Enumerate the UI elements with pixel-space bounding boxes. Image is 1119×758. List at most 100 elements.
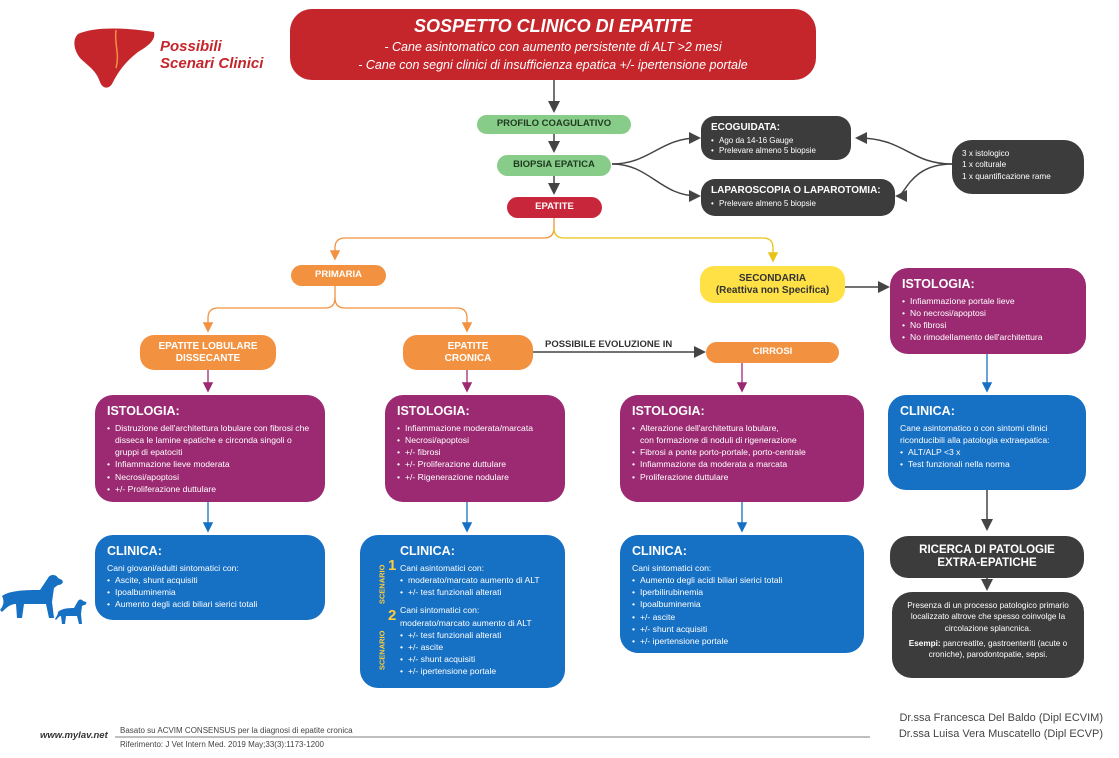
clinica-cirrosi-item: +/- ascite bbox=[632, 611, 852, 623]
header-box: SOSPETTO CLINICO DI EPATITE - Cane asint… bbox=[290, 9, 816, 80]
epatite-node: EPATITE bbox=[507, 197, 602, 218]
riferimento-text: Riferimento: J Vet Intern Med. 2019 May;… bbox=[120, 740, 324, 749]
primaria-node: PRIMARIA bbox=[291, 265, 386, 286]
samples-line: 3 x istologico bbox=[962, 149, 1010, 158]
clinica-lobulare-item: Ipoalbuminemia bbox=[107, 586, 313, 598]
scenario-2-item: +/- shunt acquisiti bbox=[400, 653, 555, 665]
clinica-cirrosi-item: +/- ipertensione portale bbox=[632, 635, 852, 647]
secondaria-line-2: (Reattiva non Specifica) bbox=[715, 284, 830, 296]
scenario-1-label: SCENARIO bbox=[377, 564, 387, 605]
istologia-cirrosi-item: Fibrosi a ponte porto-portale, porto-cen… bbox=[632, 446, 852, 458]
clinica-secondaria-intro-2: riconducibili alla patologia extraepatic… bbox=[900, 434, 1050, 445]
lobulare-node: EPATITE LOBULARE DISSECANTE bbox=[140, 335, 276, 370]
clinica-cirrosi-item: Ipoalbuminemia bbox=[632, 598, 852, 610]
clinica-cronica-title: CLINICA: bbox=[400, 544, 455, 558]
clinica-secondaria-box: CLINICA: Cane asintomatico o con sintomi… bbox=[888, 395, 1086, 490]
scenario-2-block: Cani sintomatici con: moderato/marcato a… bbox=[400, 604, 555, 677]
clinica-lobulare-item: Ascite, shunt acquisiti bbox=[107, 574, 313, 586]
istologia-cronica-title: ISTOLOGIA: bbox=[397, 404, 470, 418]
istologia-lobulare-box: ISTOLOGIA: Distruzione dell'architettura… bbox=[95, 395, 325, 502]
ricerca-line-2: EXTRA-EPATICHE bbox=[937, 557, 1037, 569]
samples-line: 1 x quantificazione rame bbox=[962, 171, 1051, 181]
istologia-secondaria-title: ISTOLOGIA: bbox=[902, 277, 975, 291]
header-title: SOSPETTO CLINICO DI EPATITE bbox=[413, 16, 693, 36]
clinica-cirrosi-intro: Cani sintomatici con: bbox=[632, 562, 712, 573]
clinica-secondaria-title: CLINICA: bbox=[900, 404, 955, 418]
istologia-cronica-item: +/- Rigenerazione nodulare bbox=[397, 471, 553, 483]
istologia-cronica-item: Necrosi/apoptosi bbox=[397, 434, 553, 446]
istologia-lobulare-item: Necrosi/apoptosi bbox=[107, 471, 313, 483]
istologia-cirrosi-item: Proliferazione duttulare bbox=[632, 471, 852, 483]
clinica-cirrosi-box: CLINICA: Cani sintomatici con: Aumento d… bbox=[620, 535, 864, 653]
ecoguidata-title: ECOGUIDATA: bbox=[711, 122, 781, 133]
scenario-2-intro-1: Cani sintomatici con: bbox=[400, 605, 480, 616]
clinica-secondaria-item: Test funzionali nella norma bbox=[900, 458, 1074, 470]
clinica-lobulare-box: CLINICA: Cani giovani/adulti sintomatici… bbox=[95, 535, 325, 620]
samples-box: 3 x istologico 1 x colturale 1 x quantif… bbox=[952, 140, 1084, 194]
clinica-cirrosi-item: Iperbilirubinemia bbox=[632, 586, 852, 598]
cronica-line-2: CRONICA bbox=[444, 352, 492, 364]
logo-line-1: Possibili bbox=[160, 38, 222, 55]
scenario-2-intro-2: moderato/marcato aumento di ALT bbox=[400, 617, 532, 628]
istologia-secondaria-item: Infiammazione portale lieve bbox=[902, 295, 1074, 307]
cirrosi-node: CIRROSI bbox=[706, 342, 839, 363]
secondaria-node: SECONDARIA (Reattiva non Specifica) bbox=[700, 266, 845, 303]
clinica-secondaria-intro-1: Cane asintomatico o con sintomi clinici bbox=[900, 422, 1048, 433]
cronica-line-1: EPATITE bbox=[447, 341, 489, 352]
secondaria-line-1: SECONDARIA bbox=[738, 273, 807, 284]
ricerca-line-1: RICERCA DI PATOLOGIE bbox=[919, 543, 1055, 556]
clinica-cronica-box: CLINICA: SCENARIO 1 Cani asintomatici co… bbox=[360, 535, 565, 688]
scenario-2-item: +/- ipertensione portale bbox=[400, 665, 555, 677]
header-line-1: - Cane asintomatico con aumento persiste… bbox=[384, 40, 722, 54]
dogs-icon bbox=[0, 568, 92, 628]
istologia-cronica-box: ISTOLOGIA: Infiammazione moderata/marcat… bbox=[385, 395, 565, 502]
cronica-node: EPATITE CRONICA bbox=[403, 335, 533, 370]
scenario-2-number: 2 bbox=[388, 607, 397, 624]
scenario-1-block: Cani asintomatici con: moderato/marcato … bbox=[400, 562, 555, 599]
scenario-1-intro: Cani asintomatici con: bbox=[400, 562, 485, 573]
clinica-cirrosi-title: CLINICA: bbox=[632, 544, 687, 558]
presenza-box: Presenza di un processo patologico prima… bbox=[892, 592, 1084, 678]
scenario-2-label: SCENARIO bbox=[377, 630, 387, 671]
ecoguidata-box: ECOGUIDATA: Ago da 14-16 Gauge Prelevare… bbox=[701, 116, 851, 160]
evoluzione-label: POSSIBILE EVOLUZIONE IN bbox=[545, 339, 673, 350]
author-1: Dr.ssa Francesca Del Baldo (Dipl ECVIM) bbox=[899, 712, 1103, 724]
istologia-lobulare-item: Infiammazione lieve moderata bbox=[107, 458, 313, 470]
istologia-cirrosi-item: con formazione di noduli di rigenerazion… bbox=[640, 434, 797, 445]
istologia-cronica-item: +/- Proliferazione duttulare bbox=[397, 458, 553, 470]
scenario-1-item: moderato/marcato aumento di ALT bbox=[400, 574, 555, 586]
scenario-2-item: +/- test funzionali alterati bbox=[400, 629, 555, 641]
istologia-lobulare-title: ISTOLOGIA: bbox=[107, 404, 180, 418]
profilo-coagulativo-node: PROFILO COAGULATIVO bbox=[477, 115, 631, 134]
clinica-lobulare-item: Aumento degli acidi biliari sierici tota… bbox=[107, 598, 313, 610]
esempi-block: Esempi: pancreatite, gastroenteriti (acu… bbox=[902, 638, 1074, 661]
istologia-secondaria-item: No fibrosi bbox=[902, 319, 1074, 331]
basato-text: Basato su ACVIM CONSENSUS per la diagnos… bbox=[120, 726, 353, 735]
istologia-secondaria-box: ISTOLOGIA: Infiammazione portale lieve N… bbox=[890, 268, 1086, 354]
logo-text: Possibili Scenari Clinici bbox=[160, 38, 280, 73]
ecoguidata-item: Prelevare almeno 5 biopsie bbox=[711, 146, 841, 157]
istologia-cirrosi-item: Inﬁammazione da moderata a marcata bbox=[632, 458, 852, 470]
clinica-lobulare-intro: Cani giovani/adulti sintomatici con: bbox=[107, 562, 239, 573]
esempi-label: Esempi: bbox=[908, 638, 941, 648]
istologia-cirrosi-box: ISTOLOGIA: Alterazione dell'architettura… bbox=[620, 395, 864, 502]
clinica-secondaria-item: ALT/ALP <3 x bbox=[900, 446, 1074, 458]
ricerca-node: RICERCA DI PATOLOGIE EXTRA-EPATICHE bbox=[890, 536, 1084, 578]
samples-line: 1 x colturale bbox=[962, 160, 1007, 170]
liver-logo-icon bbox=[70, 24, 158, 96]
scenario-1-item: +/- test funzionali alterati bbox=[400, 586, 555, 598]
scenario-2-item: +/- ascite bbox=[400, 641, 555, 653]
header-line-2: - Cane con segni clinici di insufficienz… bbox=[358, 58, 748, 72]
author-2: Dr.ssa Luisa Vera Muscatello (Dipl ECVP) bbox=[898, 728, 1103, 740]
laparoscopia-title: LAPAROSCOPIA O LAPAROTOMIA: bbox=[711, 185, 881, 196]
istologia-cronica-item: +/- fibrosi bbox=[397, 446, 553, 458]
istologia-cronica-item: Infiammazione moderata/marcata bbox=[397, 422, 553, 434]
laparoscopia-item: Prelevare almeno 5 biopsie bbox=[711, 199, 885, 210]
lobulare-line-1: EPATITE LOBULARE bbox=[158, 341, 258, 352]
scenario-1-number: 1 bbox=[388, 557, 397, 574]
laparoscopia-box: LAPAROSCOPIA O LAPAROTOMIA: Prelevare al… bbox=[701, 179, 895, 216]
istologia-secondaria-item: No rimodellamento dell'architettura bbox=[902, 331, 1074, 343]
presenza-text: Presenza di un processo patologico prima… bbox=[907, 601, 1069, 633]
logo-line-2: Scenari Clinici bbox=[160, 55, 264, 73]
lobulare-line-2: DISSECANTE bbox=[175, 352, 241, 364]
